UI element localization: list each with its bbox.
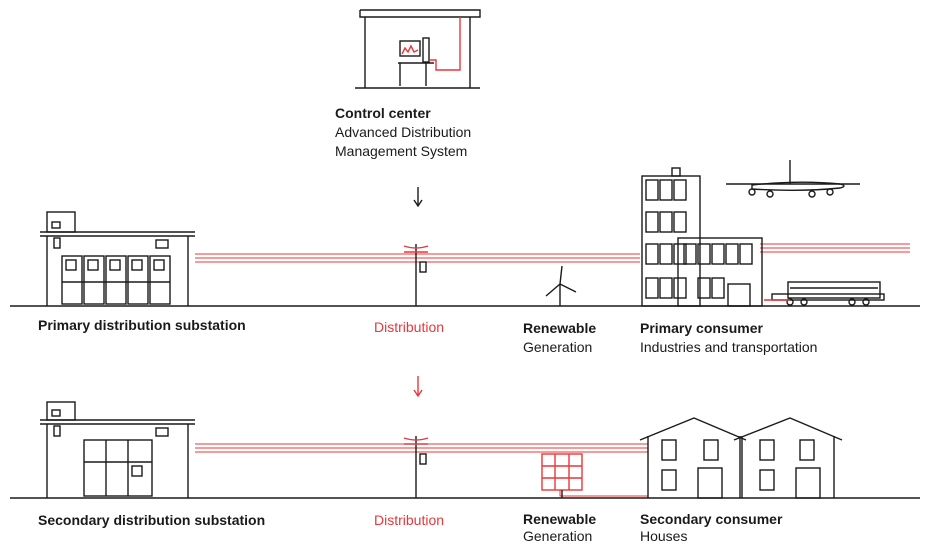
wind-turbine-icon	[545, 265, 577, 306]
control-center-line-2: Management System	[335, 143, 468, 159]
secondary-consumer-label: Secondary consumer	[640, 511, 783, 527]
control-center-line-1: Advanced Distribution	[335, 124, 472, 140]
secondary-substation-label: Secondary distribution substation	[38, 512, 266, 528]
utility-pole-2	[403, 436, 429, 498]
solar-panel-icon	[541, 453, 583, 498]
control-center-title: Control center	[335, 105, 431, 121]
primary-consumer-sub: Industries and transportation	[640, 339, 818, 355]
primary-substation-building	[40, 211, 195, 306]
control-arrow-2-head	[413, 389, 423, 398]
generation-label-2: Generation	[523, 528, 593, 544]
secondary-consumer-sub: Houses	[640, 528, 688, 544]
airplane-icon	[726, 160, 860, 198]
power-lines-row-1	[195, 243, 910, 263]
power-lines-row-2	[195, 443, 648, 497]
primary-consumer-label: Primary consumer	[640, 320, 763, 336]
renewable-label-1: Renewable	[523, 320, 597, 336]
utility-pole-1	[403, 244, 429, 306]
secondary-substation-building	[40, 401, 195, 498]
renewable-label-2: Renewable	[523, 511, 597, 527]
generation-label-1: Generation	[523, 339, 593, 355]
distribution-label-1: Distribution	[374, 319, 445, 335]
primary-consumer-buildings	[641, 167, 763, 307]
control-arrow-1-head	[413, 199, 423, 208]
primary-substation-label: Primary distribution substation	[38, 317, 246, 333]
distribution-label-2: Distribution	[374, 512, 445, 528]
train-icon	[764, 281, 885, 306]
houses-icon	[639, 417, 843, 499]
control-center-building	[355, 9, 481, 89]
